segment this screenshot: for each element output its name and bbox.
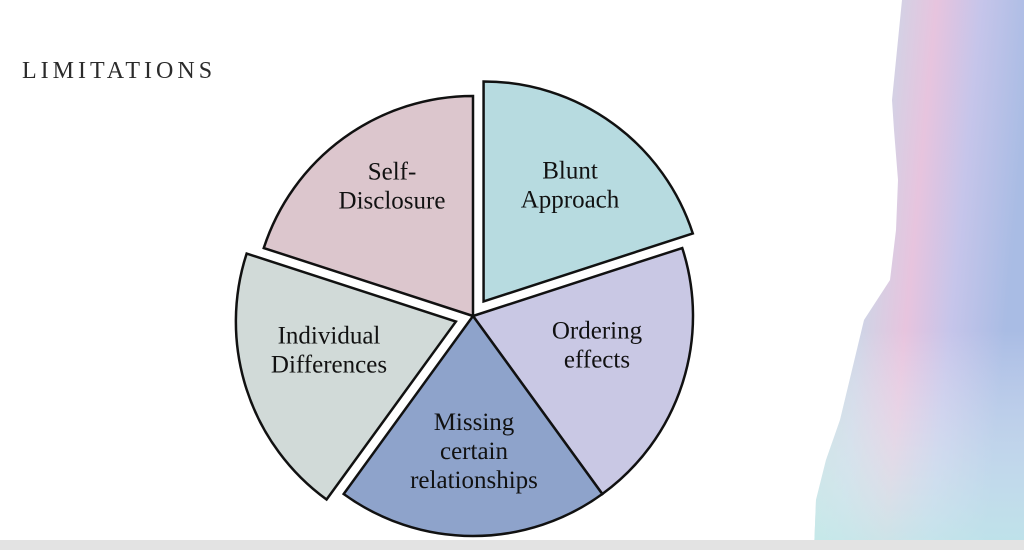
- slice-label-self-disclosure: Disclosure: [339, 188, 446, 215]
- slice-label-blunt-approach: Blunt: [542, 158, 598, 185]
- slice-label-self-disclosure: Self-: [368, 159, 417, 186]
- slice-label-blunt-approach: Approach: [521, 187, 620, 214]
- slice-shape-missing-certain-relationships: [341, 313, 605, 538]
- slice-shape-blunt-approach: [482, 80, 695, 304]
- slice-shape-individual-differences: [234, 252, 458, 502]
- slice-label-ordering-effects: effects: [564, 347, 630, 374]
- slide-title: LIMITATIONS: [22, 58, 217, 84]
- slice-shape-ordering-effects: [470, 246, 695, 496]
- slice-label-missing-certain-relationships: certain: [440, 438, 509, 465]
- slice-label-individual-differences: Individual: [278, 323, 381, 350]
- slice-shape-self-disclosure: [262, 94, 475, 318]
- slice-label-ordering-effects: Ordering: [552, 318, 643, 345]
- watercolor-strip-lower-tint: [814, 0, 1024, 550]
- slice-self-disclosure: Self-Disclosure: [262, 94, 475, 318]
- slice-label-individual-differences: Differences: [271, 352, 387, 379]
- bottom-bar: [0, 540, 1024, 550]
- slice-label-missing-certain-relationships: relationships: [410, 467, 538, 494]
- slice-label-missing-certain-relationships: Missing: [434, 409, 515, 436]
